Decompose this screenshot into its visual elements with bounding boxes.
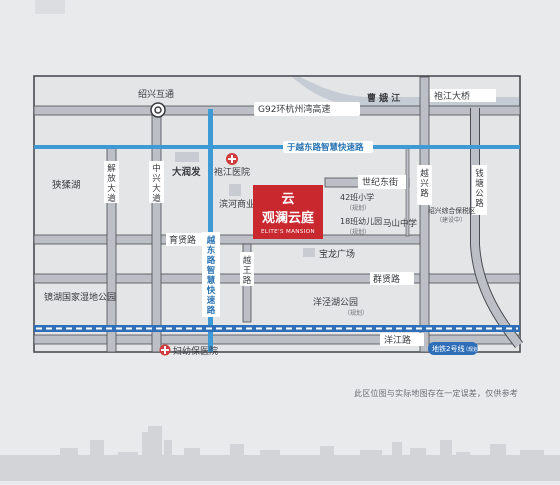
- yuexing-label: 越兴路: [420, 168, 429, 199]
- road-labels: 世纪东街 育贤路 群贤路 洋江路: [166, 175, 424, 346]
- qiantang-label: 钱塘公路: [475, 168, 484, 209]
- protected-note: （建设中）: [436, 216, 466, 224]
- mashan-label-1: 马山中学: [383, 218, 418, 229]
- project-bg: [253, 185, 323, 239]
- metro-label-bg: [428, 342, 478, 355]
- road-qiantang: [471, 108, 523, 348]
- yuedong-bar-label: 于越东路智慧快速路: [287, 142, 364, 153]
- jiefang-label-bg: [104, 161, 119, 203]
- express-yuedong-bar: [34, 145, 520, 149]
- metro-note: （规划）: [463, 346, 483, 353]
- bridge-label-bg: [430, 89, 496, 102]
- qiantang-label-bg: [472, 165, 487, 215]
- zhongxing-label: 中兴大道: [152, 163, 161, 204]
- kinder18-note: （规划）: [346, 228, 370, 236]
- yuewang-label-bg: [240, 252, 254, 286]
- metro-label: 地铁2号线: [432, 344, 464, 353]
- shiji-label-bg: [358, 175, 406, 189]
- yuedong-vertical-label-bg: [202, 232, 220, 317]
- pao-hospital-label: 袍江医院: [214, 166, 250, 178]
- road-zhongxing: [151, 114, 162, 353]
- interchange-icon: [150, 102, 166, 118]
- dasaifu-label: 狭猱湖: [52, 179, 81, 191]
- wetland-label: 镜湖国家湿地公园: [44, 291, 116, 303]
- yangjiang-label-bg: [380, 333, 424, 346]
- protected-label: 绍兴综合保税区: [428, 206, 476, 215]
- road-yuxian: [33, 234, 423, 245]
- shiji-label: 世纪东街: [362, 176, 398, 188]
- express-yuedong-vertical: [208, 109, 213, 352]
- project-name: 观澜云庭: [262, 210, 315, 226]
- yangjing-park-note: （规划）: [344, 309, 368, 317]
- school42-label: 42班小学: [340, 192, 374, 202]
- yuxian-label: 育贤路: [169, 234, 196, 246]
- qunxian-label: 群贤路: [373, 273, 400, 285]
- baolong-label: 宝龙广场: [319, 248, 355, 260]
- hub-label: 绍兴互通: [138, 88, 174, 100]
- yuxian-label-bg: [166, 233, 202, 246]
- footer-disclaimer: 此区位图与实际地图存在一定误差，仅供参考: [354, 389, 518, 398]
- yuexing-label-bg: [417, 165, 432, 205]
- road-yuexing: [419, 76, 430, 353]
- qunxian-label-bg: [370, 272, 414, 285]
- binhe-building: [229, 184, 241, 196]
- river-label: 曹 娥 江: [367, 92, 400, 104]
- da-run-fa-label: 大润发: [172, 166, 201, 178]
- express-roads: [34, 109, 520, 352]
- g92-label-bg: [254, 102, 360, 116]
- kinder18-label: 18班幼儿园: [340, 216, 382, 226]
- yangjiang-label: 洋江路: [384, 334, 411, 346]
- g92-label: G92环杭州湾高速: [258, 103, 330, 115]
- maternal-label: 妇幼保医院: [173, 345, 218, 357]
- project-badge: 云 观澜云庭 ELITE'S MANSION: [253, 185, 323, 239]
- project-name-en: ELITE'S MANSION: [261, 229, 315, 235]
- jiefang-label: 解放大道: [107, 163, 116, 204]
- road-qunxian: [33, 273, 521, 284]
- bridge-label: 袍江大桥: [434, 90, 470, 102]
- da-run-fa-building: [175, 152, 199, 162]
- hospital-icon: [159, 344, 171, 356]
- yuedong-vertical-label: 越东路智慧快速路: [206, 235, 216, 316]
- yuedong-bar-label-bg: [283, 141, 373, 153]
- yuewang-label: 越王路: [243, 255, 252, 286]
- top-decoration: [35, 0, 65, 14]
- zhongxing-label-bg: [149, 161, 164, 203]
- yangjing-park-label: 洋泾湖公园: [313, 296, 358, 308]
- school42-note: （规划）: [346, 204, 370, 212]
- project-logo: 云: [281, 192, 294, 207]
- baolong-building: [303, 248, 315, 257]
- city-skyline-icon: [0, 426, 560, 481]
- hospital-icon: [226, 153, 238, 165]
- metro-line: [34, 325, 520, 332]
